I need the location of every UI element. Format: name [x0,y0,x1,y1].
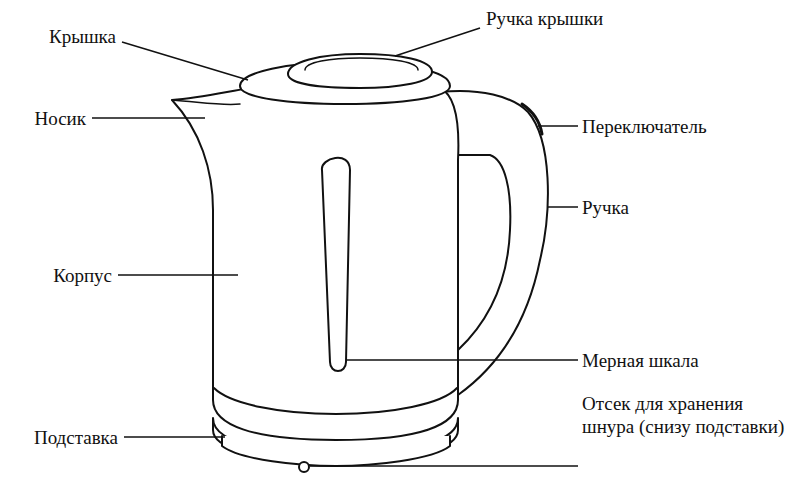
leader-line [538,125,578,127]
part-label: Ручка крышки [486,7,603,30]
body-band [214,388,457,414]
leader-line [310,465,578,467]
leader-line [395,28,480,56]
part-label: Корпус [53,264,112,287]
body-outline [172,88,458,440]
leader-line [92,117,205,119]
leader-line [124,436,225,438]
lid-handle-detail [305,58,418,70]
lid-handle [288,54,432,88]
water-gauge [322,158,350,371]
cord-storage [299,462,309,472]
part-label: Мерная шкала [582,349,699,372]
leader-line [122,42,248,80]
part-label: Ручка [582,196,629,219]
leader-line [118,274,238,276]
part-label: Отсек для хранения шнура (снизу подставк… [582,392,787,438]
part-label: Подставка [34,426,118,449]
switch [522,104,542,134]
part-label: Крышка [49,25,116,48]
leader-line [548,206,578,208]
part-label: Переключатель [582,115,707,138]
spout-lip [172,100,240,105]
part-label: Носик [34,107,86,130]
leader-line [346,359,578,361]
leader-lines [92,28,578,466]
